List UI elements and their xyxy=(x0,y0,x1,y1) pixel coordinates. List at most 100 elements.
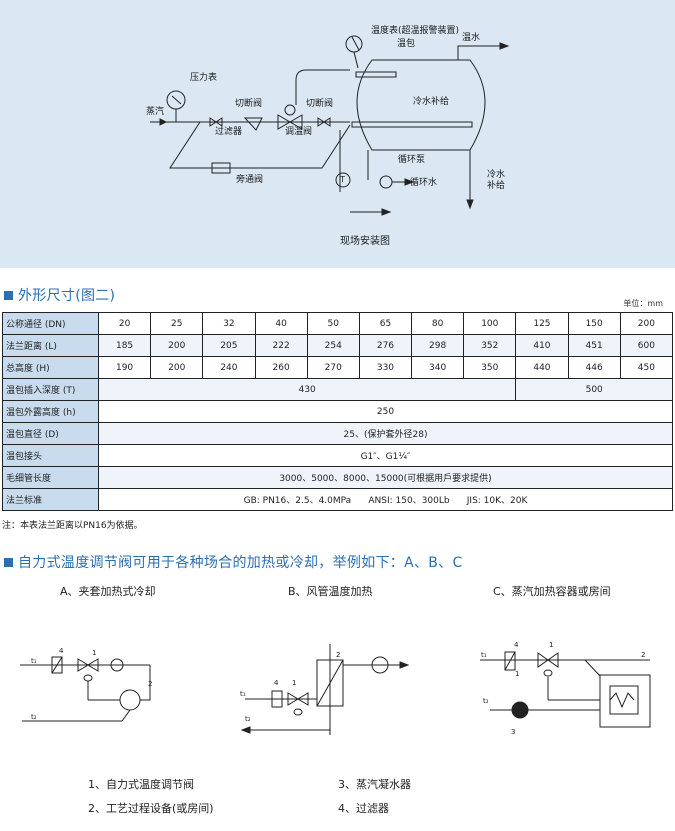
install-diagram-panel: 温度表(超温报警装置) 温包 温水 压力表 蒸汽 切断阀 切断阀 过滤器 调温阀… xyxy=(0,0,675,268)
application-schematics xyxy=(20,644,651,735)
table-cell: 240 xyxy=(202,356,256,379)
table-cell: 270 xyxy=(306,356,360,379)
table-cell: 250 xyxy=(98,400,673,423)
table-cell: 200 xyxy=(619,312,674,335)
label-hot-water: 温水 xyxy=(462,33,481,43)
label-circulating-water: 循环水 xyxy=(410,178,438,188)
table-cell: 150 xyxy=(567,312,621,335)
table-cell: 205 xyxy=(202,334,256,357)
mark-b-t1: t₁ xyxy=(240,690,246,698)
table-cell: 276 xyxy=(358,334,413,357)
row-label: 毛细管长度 xyxy=(2,466,99,489)
top-bulb xyxy=(355,71,397,78)
mark-c-t2: t₂ xyxy=(483,697,489,705)
label-cold-supply: 冷水补给 xyxy=(413,97,450,107)
install-diagram xyxy=(150,35,510,216)
shutoff-valve-1-icon xyxy=(209,117,223,127)
table-row: 温包直径 (D)25、(保护套外径28) xyxy=(2,422,673,445)
mark-a-1: 1 xyxy=(92,649,97,657)
table-cell: 500 xyxy=(515,378,673,401)
filter-icon xyxy=(243,117,263,131)
table-cell: 190 xyxy=(97,356,152,379)
mark-b-4: 4 xyxy=(274,679,279,687)
table-cell: 440 xyxy=(515,356,569,379)
table-cell: GB: PN16、2.5、4.0MPa ANSI: 150、300Lb JIS:… xyxy=(98,488,673,511)
schematic-c xyxy=(480,651,651,728)
table-cell: 40 xyxy=(254,312,308,335)
bypass-line xyxy=(169,121,351,169)
mark-c-1a: 1 xyxy=(515,670,520,678)
mark-a-t2: t₂ xyxy=(31,713,37,721)
table-row: 温包外露高度 (h)250 xyxy=(2,400,673,423)
cold-water-arrow xyxy=(466,199,474,210)
table-cell: 330 xyxy=(358,356,413,379)
label-bulb: 温包 xyxy=(397,39,416,49)
table-cell: 200 xyxy=(150,356,204,379)
mark-c-t1: t₁ xyxy=(481,651,487,659)
dimensions-header: 外形尺寸(图二) xyxy=(4,285,115,305)
table-cell: 125 xyxy=(515,312,569,335)
mark-c-1: 1 xyxy=(549,641,554,649)
row-label: 总高度 (H) xyxy=(2,356,99,379)
thermometer-icon xyxy=(345,35,363,53)
row-label: 温包外露高度 (h) xyxy=(2,400,99,423)
table-cell: 100 xyxy=(463,312,517,335)
row-label: 温包接头 xyxy=(2,444,99,467)
table-cell: 260 xyxy=(254,356,308,379)
label-t-mark: T xyxy=(340,175,345,184)
legend-3: 3、蒸汽凝水器 xyxy=(338,778,411,791)
table-cell: 222 xyxy=(254,334,308,357)
mark-c-2: 2 xyxy=(641,651,646,659)
hot-water-arrow xyxy=(499,42,510,50)
applications-header: 自力式温度调节阀可用于各种场合的加热或冷却，举例如下：A、B、C xyxy=(4,552,463,572)
label-bypass: 旁通阀 xyxy=(236,175,264,185)
bulb-sensor xyxy=(351,121,473,128)
legend-4: 4、过滤器 xyxy=(338,802,389,815)
label-pump: 循环泵 xyxy=(398,155,426,165)
dimensions-title: 外形尺寸(图二) xyxy=(18,288,116,304)
mark-a-t1: t₁ xyxy=(31,657,37,665)
mark-b-1: 1 xyxy=(292,679,297,687)
mark-b-t2: t₂ xyxy=(245,715,251,723)
thermo-t-icon xyxy=(335,172,351,188)
table-cell: 450 xyxy=(619,356,674,379)
row-label: 温包插入深度 (T) xyxy=(2,378,99,401)
table-cell: 254 xyxy=(306,334,360,357)
case-a-title: A、夹套加热式冷却 xyxy=(60,585,156,598)
mark-a-4: 4 xyxy=(59,647,64,655)
circulating-pump-icon xyxy=(379,175,393,189)
table-cell: 350 xyxy=(463,356,517,379)
mark-c-4: 4 xyxy=(514,641,519,649)
mark-b-2: 2 xyxy=(336,651,341,659)
row-label: 温包直径 (D) xyxy=(2,422,99,445)
table-cell: 410 xyxy=(515,334,569,357)
table-cell: 3000、5000、8000、15000(可根据用戶要求提供) xyxy=(98,466,673,489)
table-cell: 340 xyxy=(411,356,465,379)
label-shutoff-1: 切断阀 xyxy=(235,99,263,109)
label-steam: 蒸汽 xyxy=(146,107,165,117)
mark-a-2: 2 xyxy=(148,680,153,688)
table-cell: 352 xyxy=(463,334,517,357)
schematic-b xyxy=(240,644,410,735)
regulator-valve-icon xyxy=(277,114,303,130)
label-shutoff-2: 切断阀 xyxy=(306,99,334,109)
label-supply: 补给 xyxy=(487,181,506,191)
case-c-title: C、蒸汽加热容器或房间 xyxy=(493,585,611,598)
table-cell: 451 xyxy=(567,334,621,357)
label-regulator: 调温阀 xyxy=(285,127,313,137)
section-square-icon xyxy=(4,557,13,567)
label-filter: 过滤器 xyxy=(215,127,243,137)
shutoff-valve-2-icon xyxy=(317,117,331,127)
unit-note: 单位：mm xyxy=(623,299,663,308)
table-cell: 50 xyxy=(306,312,360,335)
applications-title: 自力式温度调节阀可用于各种场合的加热或冷却，举例如下：A、B、C xyxy=(18,555,463,571)
label-pressure-gauge: 压力表 xyxy=(190,73,218,83)
table-cell: 446 xyxy=(567,356,621,379)
